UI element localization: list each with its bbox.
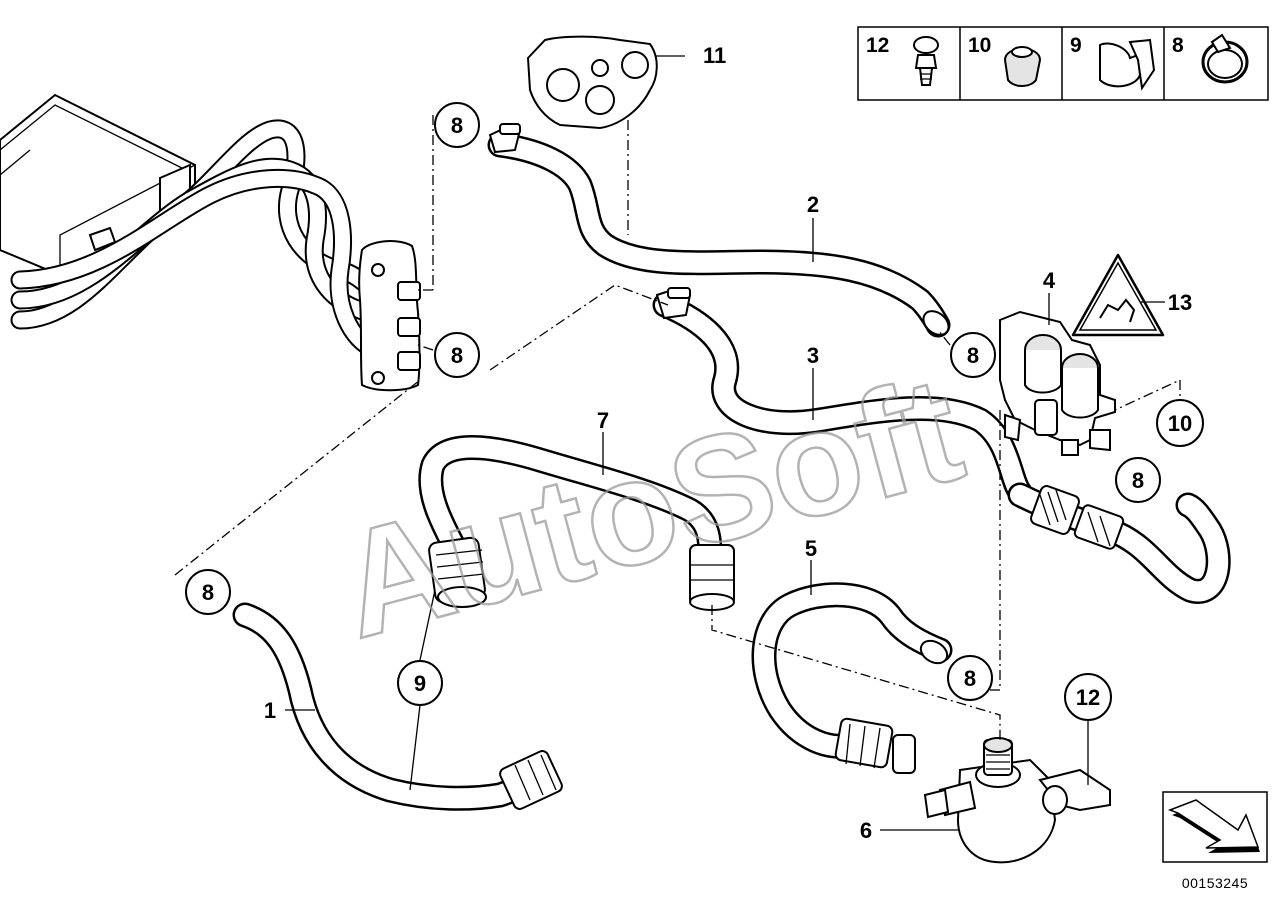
callout-9: 9 [397,660,443,706]
label-11: 11 [703,43,726,68]
hose-bracket [526,35,658,130]
label-4: 4 [1043,268,1056,293]
legend-label-8: 8 [1172,34,1184,57]
callout-10-label: 10 [1168,411,1192,436]
hose-3-lower [1007,482,1231,604]
callout-10: 10 [1156,399,1204,447]
pipe-flange [358,240,421,392]
legend-label-12: 12 [866,34,889,57]
hose-5 [751,582,953,774]
label-6: 6 [860,818,872,843]
callout-8-left: 8 [434,332,480,378]
warning-triangle-icon [1071,253,1165,337]
callout-8-right-label: 8 [1132,468,1144,493]
callout-9-label: 9 [414,671,426,696]
callout-8-right: 8 [1115,457,1161,503]
reference-number: 00153245 [1182,875,1248,891]
callout-8-lower-label: 8 [964,666,976,691]
callout-8-lower: 8 [947,655,993,701]
label-7: 7 [597,408,609,433]
callout-8-valve: 8 [950,332,996,378]
label-1: 1 [264,698,276,723]
grommet-icon [1003,46,1042,87]
callout-8-lower-left-label: 8 [202,580,214,605]
label-2: 2 [807,192,819,217]
hose-2 [487,123,951,338]
hose-3 [652,287,1033,505]
water-valve [999,310,1116,456]
label-5: 5 [805,536,817,561]
hose-7 [418,435,735,611]
callout-8-valve-label: 8 [967,343,979,368]
hose-clip-icon [1099,38,1156,91]
expanding-rivet-icon [913,36,939,86]
callout-8-left-label: 8 [451,343,463,368]
fastener-legend: 12 10 9 8 [857,26,1269,101]
callout-8-top-label: 8 [451,113,463,138]
spring-clamp-icon [1201,33,1249,84]
hose-1 [232,602,563,811]
legend-label-9: 9 [1070,34,1082,57]
legend-label-10: 10 [968,34,991,57]
label-3: 3 [807,343,819,368]
callout-12: 12 [1064,673,1112,721]
callout-8-top: 8 [434,102,480,148]
label-13: 13 [1168,290,1192,315]
water-pump [923,737,1111,864]
callout-8-lower-left: 8 [185,569,231,615]
direction-arrow-icon [1162,791,1268,863]
callout-12-label: 12 [1076,685,1100,710]
leader-lines [174,55,1181,831]
